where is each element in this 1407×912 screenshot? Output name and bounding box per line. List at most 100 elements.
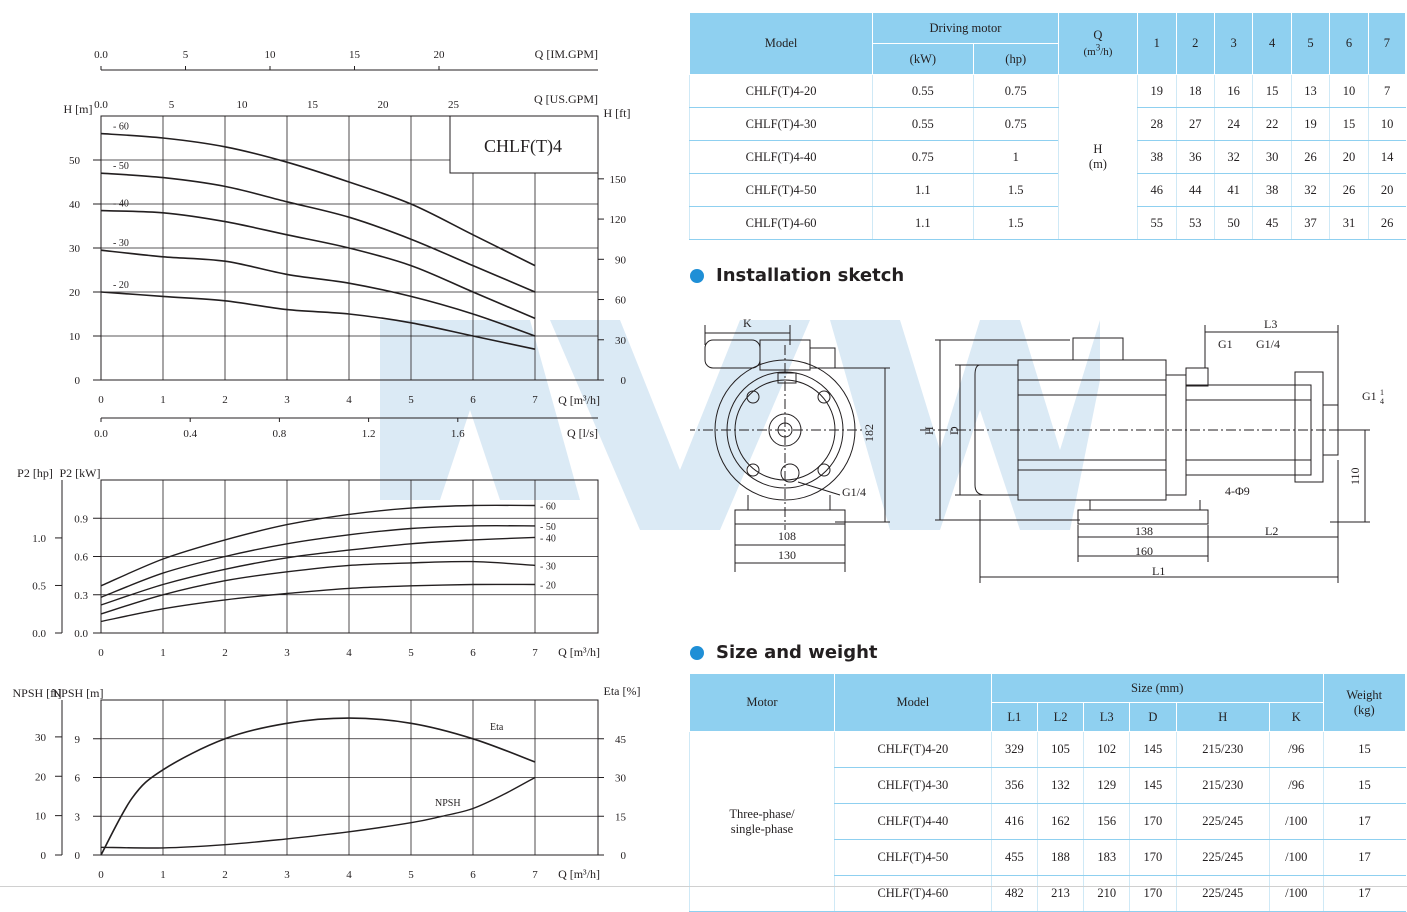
cell-model: CHLF(T)4-20 <box>688 74 873 108</box>
cell-weight: 15 <box>1322 731 1406 768</box>
section-installation-sketch: Installation sketch <box>690 265 904 286</box>
x-tick-label: 3 <box>284 647 290 659</box>
header-flow-6: 6 <box>1329 12 1369 75</box>
series-line-eta <box>100 717 536 856</box>
cell-head: 24 <box>1213 107 1253 141</box>
hp-tick-label: 0.0 <box>32 628 46 640</box>
series-label-60: - 60 <box>113 122 129 133</box>
cell-size: 188 <box>1036 839 1084 876</box>
cell-model: CHLF(T)4-30 <box>833 767 992 804</box>
cell-hp: 1.5 <box>972 173 1059 207</box>
cell-weight: 17 <box>1322 875 1406 912</box>
x-tick-label: 4 <box>346 394 352 406</box>
page-divider <box>0 886 1407 887</box>
y-axis-label: H [m] <box>64 102 93 116</box>
header-flow-2: 2 <box>1175 12 1215 75</box>
cell-head: 55 <box>1137 206 1177 240</box>
series-line-20 <box>100 291 536 350</box>
cell-kw: 0.55 <box>872 74 974 108</box>
x-tick-label: 3 <box>284 394 290 406</box>
cell-head: 13 <box>1290 74 1330 108</box>
tick-label-imgpm: 20 <box>434 49 446 61</box>
header-l3: L3 <box>1083 702 1131 732</box>
series-line-npsh <box>100 776 536 849</box>
x-tick-label: 5 <box>408 647 414 659</box>
cell-size: 129 <box>1083 767 1130 804</box>
cell-model: CHLF(T)4-50 <box>688 173 873 207</box>
cell-head: 38 <box>1137 140 1177 174</box>
bullet-icon <box>690 645 704 660</box>
y-tick-label: 0.9 <box>74 513 88 525</box>
header-flow-4: 4 <box>1252 12 1292 75</box>
ft-tick-label: 0 <box>41 850 47 862</box>
cell-kw: 0.75 <box>872 140 974 174</box>
cell-kw: 0.55 <box>872 107 974 141</box>
x-tick-label: 7 <box>532 647 538 659</box>
tick-label-ls: 0.0 <box>94 428 108 440</box>
eta-tick-label: 30 <box>615 773 627 785</box>
cell-size: /100 <box>1268 875 1324 912</box>
hp-axis-label: P2 [hp] <box>17 466 53 480</box>
x-tick-label: 4 <box>346 647 352 659</box>
svg-text:1: 1 <box>1380 388 1384 397</box>
dim-l2: L2 <box>1265 524 1278 538</box>
cell-head: 53 <box>1175 206 1215 240</box>
x-tick-label: 6 <box>470 394 476 406</box>
series-line-20 <box>100 583 536 623</box>
y2-tick-label: 90 <box>615 254 627 266</box>
y2-axis-label: H [ft] <box>604 106 631 120</box>
dim-108: 108 <box>778 529 796 543</box>
ft-tick-label: 20 <box>35 771 47 783</box>
eta-tick-label: 15 <box>615 811 627 823</box>
y-tick-label: 6 <box>75 773 81 785</box>
tick-label-usgpm: 20 <box>378 99 390 111</box>
series-line-60 <box>100 504 536 587</box>
cell-h-unit: H(m) <box>1057 74 1138 240</box>
cell-head: 46 <box>1137 173 1177 207</box>
cell-hp: 1.5 <box>972 206 1059 240</box>
cell-size: 356 <box>990 767 1038 804</box>
header-k: K <box>1268 702 1324 732</box>
y-axis-label: P2 [kW] <box>60 466 101 480</box>
cell-motor-type: Three-phase/single-phase <box>689 731 835 912</box>
bullet-icon <box>690 268 704 283</box>
cell-hp: 0.75 <box>972 107 1059 141</box>
dim-h: H <box>922 426 936 435</box>
x-tick-label: 2 <box>222 647 228 659</box>
x-tick-label: 1 <box>160 647 166 659</box>
eta-axis-label: Eta [%] <box>604 684 640 698</box>
header-flow-1: 1 <box>1137 12 1177 75</box>
cell-model: CHLF(T)4-30 <box>688 107 873 141</box>
cell-weight: 17 <box>1322 839 1406 876</box>
header-model: Model <box>688 12 874 75</box>
header-q: Q(m3/h) <box>1057 12 1139 75</box>
cell-size: /96 <box>1268 731 1324 768</box>
axis-label-ls: Q [l/s] <box>567 426 598 440</box>
tick-label-usgpm: 5 <box>169 99 175 111</box>
tick-label-ls: 0.8 <box>273 428 287 440</box>
tick-label-imgpm: 5 <box>183 49 189 61</box>
hp-tick-label: 1.0 <box>32 533 46 545</box>
eta-tick-label: 45 <box>615 734 627 746</box>
cell-model: CHLF(T)4-60 <box>833 875 992 912</box>
cell-size: /100 <box>1268 839 1324 876</box>
cell-head: 10 <box>1367 107 1406 141</box>
y-tick-label: 0.0 <box>74 628 88 640</box>
cell-head: 15 <box>1329 107 1369 141</box>
cell-size: /96 <box>1268 767 1324 804</box>
cell-size: 162 <box>1036 803 1084 840</box>
header-flow-5: 5 <box>1290 12 1331 75</box>
x-tick-label: 7 <box>532 394 538 406</box>
hp-tick-label: 0.5 <box>32 580 46 592</box>
cell-head: 7 <box>1367 74 1406 108</box>
size-weight-table: Motor Model Size (mm) Weight(kg) L1 L2 L… <box>689 673 1407 912</box>
y-tick-label: 3 <box>75 811 81 823</box>
cell-head: 20 <box>1367 173 1406 207</box>
y-tick-label: 0.6 <box>74 552 88 564</box>
label-g14-side: G1/4 <box>1256 337 1280 351</box>
